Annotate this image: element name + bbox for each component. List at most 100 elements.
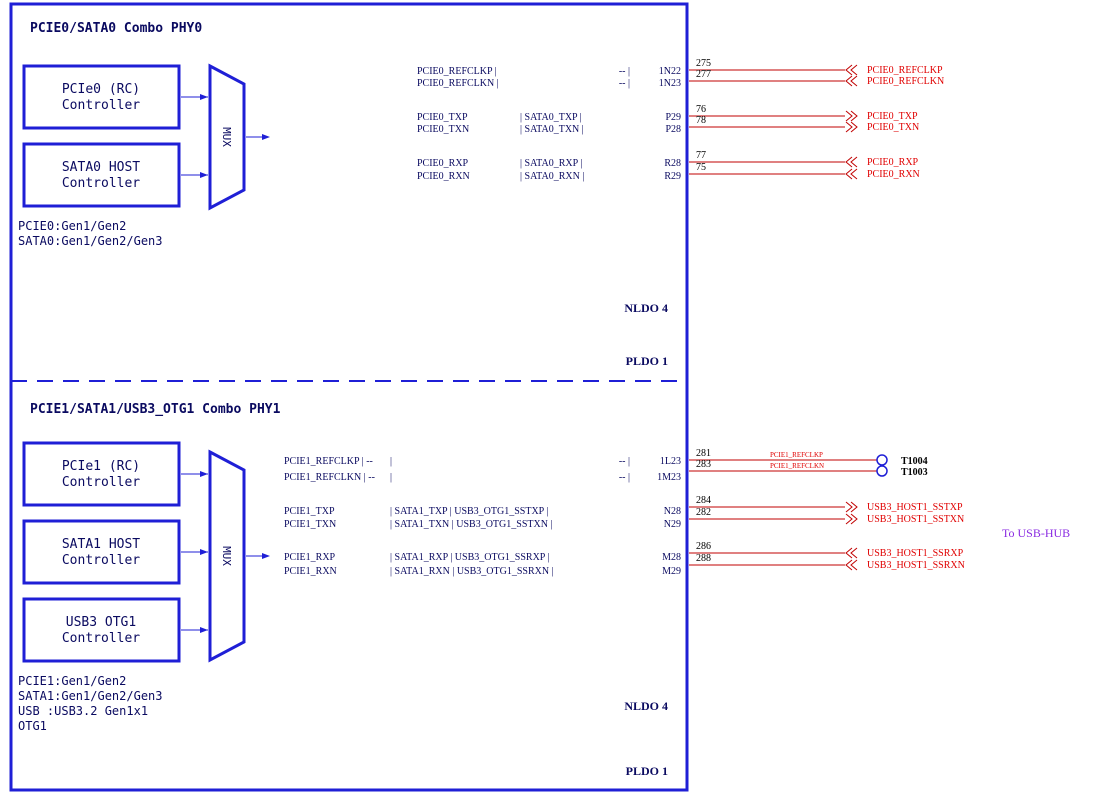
phy1-title: PCIE1/SATA1/USB3_OTG1 Combo PHY1 <box>30 402 281 417</box>
phy0-note: SATA0:Gen1/Gen2/Gen3 <box>18 234 163 248</box>
phy1-pin-signal: PCIE1_REFCLKP | -- <box>284 456 373 467</box>
phy1-pin-alt: | <box>390 472 392 483</box>
phy0-arrow-icon <box>262 134 270 140</box>
phy1-arrow-icon <box>200 471 208 477</box>
phy1-pin-alt: | SATA1_TXN | USB3_OTG1_SSTXN | <box>390 519 552 530</box>
phy0-pin-signal: PCIE0_REFCLKN | <box>417 78 499 89</box>
phy1-arrow-icon <box>200 549 208 555</box>
phy0-power-nldo: NLDO 4 <box>624 301 668 315</box>
phy1-net-label: PCIE1_REFCLKP <box>770 451 823 459</box>
phy1-pin-signal: PCIE1_TXP <box>284 506 335 517</box>
phy0-net-number: 76 <box>696 104 706 115</box>
phy1-controller-block <box>22 441 181 507</box>
phy1-pin-ball: 1L23 <box>660 456 681 467</box>
phy0-pin-ball: 1N22 <box>659 66 681 77</box>
phy1-pin-ball: 1M23 <box>657 472 681 483</box>
phy1-testpoint-icon <box>876 465 888 477</box>
phy0-net-label: PCIE0_TXP <box>867 111 918 122</box>
phy0-pin-ball: P29 <box>665 112 681 123</box>
phy1-net-label: USB3_HOST1_SSTXP <box>867 502 963 513</box>
phy1-pin-signal: PCIE1_TXN <box>284 519 336 530</box>
phy1-net-label: USB3_HOST1_SSRXN <box>867 560 965 571</box>
phy1-controller-label: SATA1 HOST <box>62 537 140 552</box>
phy1-mux <box>208 449 246 663</box>
phy1-pin-sep: -- | <box>619 472 630 483</box>
phy1-connector-icon <box>845 559 858 571</box>
phy0-power-pldo: PLDO 1 <box>626 354 668 368</box>
phy1-testpoint-label: T1003 <box>901 467 928 478</box>
phy-frame <box>9 2 689 792</box>
phy0-pin-signal: PCIE0_TXN <box>417 124 469 135</box>
phy1-pin-signal: PCIE1_RXN <box>284 566 337 577</box>
phy1-note: OTG1 <box>18 719 47 733</box>
phy0-net-label: PCIE0_REFCLKN <box>867 76 944 87</box>
phy0-mux <box>208 63 246 211</box>
phy0-controller-block <box>22 64 181 130</box>
phy0-net-label: PCIE0_REFCLKP <box>867 65 943 76</box>
phy1-net-label: USB3_HOST1_SSTXN <box>867 514 964 525</box>
phy0-controller-block <box>22 142 181 208</box>
phy0-connector-icon <box>845 75 858 87</box>
phy0-net-number: 275 <box>696 58 711 69</box>
phy0-controller-label: Controller <box>62 98 140 113</box>
phy1-mux-label: MUX <box>220 546 233 566</box>
phy0-net-label: PCIE0_RXN <box>867 169 920 180</box>
phy1-net-label: USB3_HOST1_SSRXP <box>867 548 964 559</box>
phy0-net-label: PCIE0_RXP <box>867 157 919 168</box>
phy1-net-number: 283 <box>696 459 711 470</box>
phy0-controller-label: PCIe0 (RC) <box>62 82 140 97</box>
phy1-connector-icon <box>845 547 858 559</box>
phy1-pin-signal: PCIE1_RXP <box>284 552 336 563</box>
phy1-arrow-icon <box>200 627 208 633</box>
phy1-controller-block <box>22 597 181 663</box>
phy1-controller-label: Controller <box>62 553 140 568</box>
phy0-mux-label: MUX <box>220 127 233 147</box>
phy0-pin-sep: -- | <box>619 78 630 89</box>
phy0-title: PCIE0/SATA0 Combo PHY0 <box>30 21 202 36</box>
phy0-pin-signal: PCIE0_RXN <box>417 171 470 182</box>
phy1-controller-block <box>22 519 181 585</box>
phy1-net-number: 284 <box>696 495 711 506</box>
phy1-testpoint-icon <box>876 454 888 466</box>
phy0-pin-alt: | SATA0_RXN | <box>520 171 584 182</box>
phy0-connector-icon <box>845 110 858 122</box>
phy1-note: PCIE1:Gen1/Gen2 <box>18 674 126 688</box>
phy1-pin-ball: N28 <box>664 506 681 517</box>
phy1-pin-ball: N29 <box>664 519 681 530</box>
phy1-controller-label: USB3 OTG1 <box>66 615 136 630</box>
phy1-arrow-icon <box>262 553 270 559</box>
phy0-pin-alt: | SATA0_RXP | <box>520 158 582 169</box>
phy1-pin-ball: M28 <box>662 552 681 563</box>
phy0-note: PCIE0:Gen1/Gen2 <box>18 219 126 233</box>
phy0-connector-icon <box>845 121 858 133</box>
phy1-net-number: 288 <box>696 553 711 564</box>
phy0-pin-signal: PCIE0_REFCLKP | <box>417 66 497 77</box>
phy0-pin-ball: R29 <box>664 171 681 182</box>
phy0-controller-label: Controller <box>62 176 140 191</box>
phy0-net-number: 75 <box>696 162 706 173</box>
phy1-pin-alt: | <box>390 456 392 467</box>
phy0-pin-sep: -- | <box>619 66 630 77</box>
phy1-net-number: 281 <box>696 448 711 459</box>
phy0-pin-signal: PCIE0_RXP <box>417 158 469 169</box>
phy0-pin-ball: P28 <box>665 124 681 135</box>
phy0-pin-ball: 1N23 <box>659 78 681 89</box>
phy1-power-pldo: PLDO 1 <box>626 764 668 778</box>
phy1-pin-alt: | SATA1_RXN | USB3_OTG1_SSRXN | <box>390 566 554 577</box>
phy0-connector-icon <box>845 64 858 76</box>
phy1-testpoint-label: T1004 <box>901 456 928 467</box>
phy0-pin-signal: PCIE0_TXP <box>417 112 468 123</box>
phy0-controller-label: SATA0 HOST <box>62 160 140 175</box>
phy1-power-nldo: NLDO 4 <box>624 699 668 713</box>
phy0-pin-ball: R28 <box>664 158 681 169</box>
phy0-net-number: 77 <box>696 150 706 161</box>
phy1-connector-icon <box>845 513 858 525</box>
phy1-controller-label: Controller <box>62 631 140 646</box>
phy0-arrow-icon <box>200 94 208 100</box>
phy1-note: USB :USB3.2 Gen1x1 <box>18 704 148 718</box>
phy0-arrow-icon <box>200 172 208 178</box>
phy1-pin-alt: | SATA1_RXP | USB3_OTG1_SSRXP | <box>390 552 550 563</box>
phy0-connector-icon <box>845 156 858 168</box>
phy1-net-number: 282 <box>696 507 711 518</box>
